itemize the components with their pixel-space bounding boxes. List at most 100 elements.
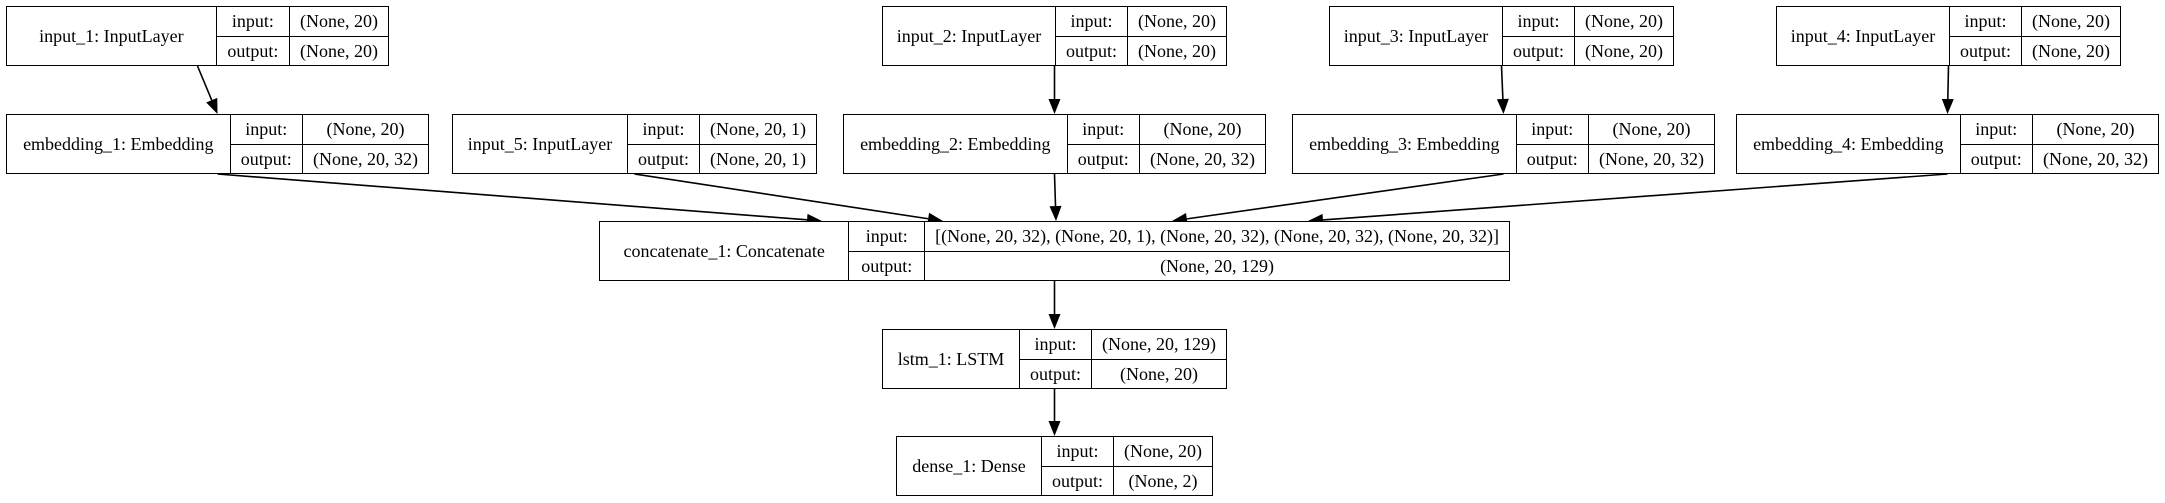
output-shape: (None, 20, 32) (313, 148, 418, 169)
edge-embedding-4-to-concatenate-1 (1322, 173, 1948, 221)
output-shape: (None, 20) (300, 40, 378, 61)
input-shape: (None, 20) (1589, 115, 1714, 145)
input-shape: (None, 20) (1575, 7, 1673, 37)
io-shapes: (None, 20) (None, 20) (1575, 7, 1673, 65)
layer-name: embedding_4: Embedding (1737, 115, 1961, 173)
io-shapes: (None, 20) (None, 2) (1114, 437, 1212, 495)
input-label: input: (1067, 115, 1140, 145)
arrowhead (1941, 98, 1954, 114)
layer-name: concatenate_1: Concatenate (600, 222, 850, 280)
output-label: output: (1066, 40, 1118, 61)
io-shapes: (None, 20) (None, 20, 32) (2033, 115, 2158, 173)
arrowhead (1048, 314, 1061, 329)
edge-input-4-to-embedding-4 (1947, 65, 1950, 100)
output-shape: (None, 20) (1585, 40, 1663, 61)
input-shape: (None, 20) (2022, 7, 2120, 37)
input-shape: (None, 20) (2033, 115, 2158, 145)
output-shape: (None, 2) (1128, 470, 1198, 491)
io-labels: input: output: (216, 7, 291, 65)
input-label: input: (849, 222, 925, 252)
output-shape: (None, 20) (1120, 363, 1198, 384)
layer-name: embedding_1: Embedding (7, 115, 231, 173)
io-shapes: (None, 20) (None, 20, 32) (303, 115, 428, 173)
input-label: input: (230, 115, 303, 145)
layer-name: input_2: InputLayer (883, 7, 1056, 65)
io-shapes: (None, 20) (None, 20) (1128, 7, 1226, 65)
edge-embedding-1-to-concatenate-1 (217, 173, 808, 221)
output-label: output: (1077, 148, 1129, 169)
edge-input-5-to-concatenate-1 (634, 173, 929, 220)
output-shape: (None, 20, 32) (2043, 148, 2148, 169)
output-label: output: (1030, 363, 1082, 384)
output-shape: (None, 20, 32) (1599, 148, 1704, 169)
input-label: input: (1960, 115, 2033, 145)
output-shape: (None, 20) (2032, 40, 2110, 61)
layer-name: input_3: InputLayer (1330, 7, 1503, 65)
io-labels: input: output: (1503, 7, 1576, 65)
io-labels: input:output: (1042, 437, 1115, 495)
arrowhead (1048, 99, 1061, 114)
io-shapes: (None, 20, 129) (None, 20) (1092, 330, 1226, 388)
arrowhead (206, 97, 218, 114)
io-shapes: (None, 20) (None, 20, 32) (1140, 115, 1265, 173)
layer-name: input_4: InputLayer (1777, 7, 1950, 65)
io-shapes: (None, 20)(None, 20) (290, 7, 388, 65)
output-shape: (None, 20, 32) (1150, 148, 1255, 169)
input-label: input: (628, 115, 700, 145)
io-labels: input: output: (1950, 7, 2023, 65)
io-labels: input: output: (1020, 330, 1093, 388)
input-shape: (None, 20) (1140, 115, 1265, 145)
arrowhead (1049, 205, 1062, 221)
io-shapes: (None, 20) (None, 20, 32) (1589, 115, 1714, 173)
output-label: output: (1526, 148, 1578, 169)
layer-name: embedding_3: Embedding (1293, 115, 1517, 173)
output-label: output: (227, 40, 279, 61)
layer-name: input_5: InputLayer (453, 115, 628, 173)
output-label: output: (1960, 40, 2012, 61)
edge-embedding-2-to-concatenate-1 (1053, 173, 1057, 207)
output-label: output: (1970, 148, 2022, 169)
arrowhead (1496, 98, 1509, 114)
io-labels: input: output: (1056, 7, 1129, 65)
layer-name: embedding_2: Embedding (844, 115, 1068, 173)
input-label: input: (216, 7, 290, 37)
output-label: output: (1052, 470, 1104, 491)
input-shape: (None, 20) (1114, 437, 1212, 467)
input-shape: (None, 20) (303, 115, 428, 145)
io-shapes: (None, 20, 1) (None, 20, 1) (700, 115, 816, 173)
edge-input-1-to-embedding-1 (196, 65, 213, 101)
input-shape: [(None, 20, 32), (None, 20, 1), (None, 2… (925, 222, 1509, 252)
input-shape: (None, 20, 1) (700, 115, 816, 145)
output-label: output: (861, 255, 913, 276)
input-label: input: (1503, 7, 1575, 37)
io-labels: input: output: (1960, 115, 2034, 173)
edge-embedding-3-to-concatenate-1 (1186, 173, 1504, 220)
output-shape: (None, 20, 129) (1160, 255, 1275, 276)
input-shape: (None, 20, 129) (1092, 330, 1226, 360)
input-label: input: (1020, 330, 1092, 360)
output-label: output: (240, 148, 292, 169)
output-shape: (None, 20) (1138, 40, 1216, 61)
output-label: output: (1513, 40, 1565, 61)
io-labels: input:output: (1516, 115, 1590, 173)
output-label: output: (638, 148, 690, 169)
io-labels: input: output: (849, 222, 926, 280)
input-shape: (None, 20) (1128, 7, 1226, 37)
input-label: input: (1950, 7, 2022, 37)
io-shapes: [(None, 20, 32), (None, 20, 1), (None, 2… (925, 222, 1509, 280)
edge-input-3-to-embedding-3 (1500, 65, 1504, 100)
input-label: input: (1056, 7, 1128, 37)
output-shape: (None, 20, 1) (710, 148, 806, 169)
layer-name: input_1: InputLayer (7, 7, 217, 65)
